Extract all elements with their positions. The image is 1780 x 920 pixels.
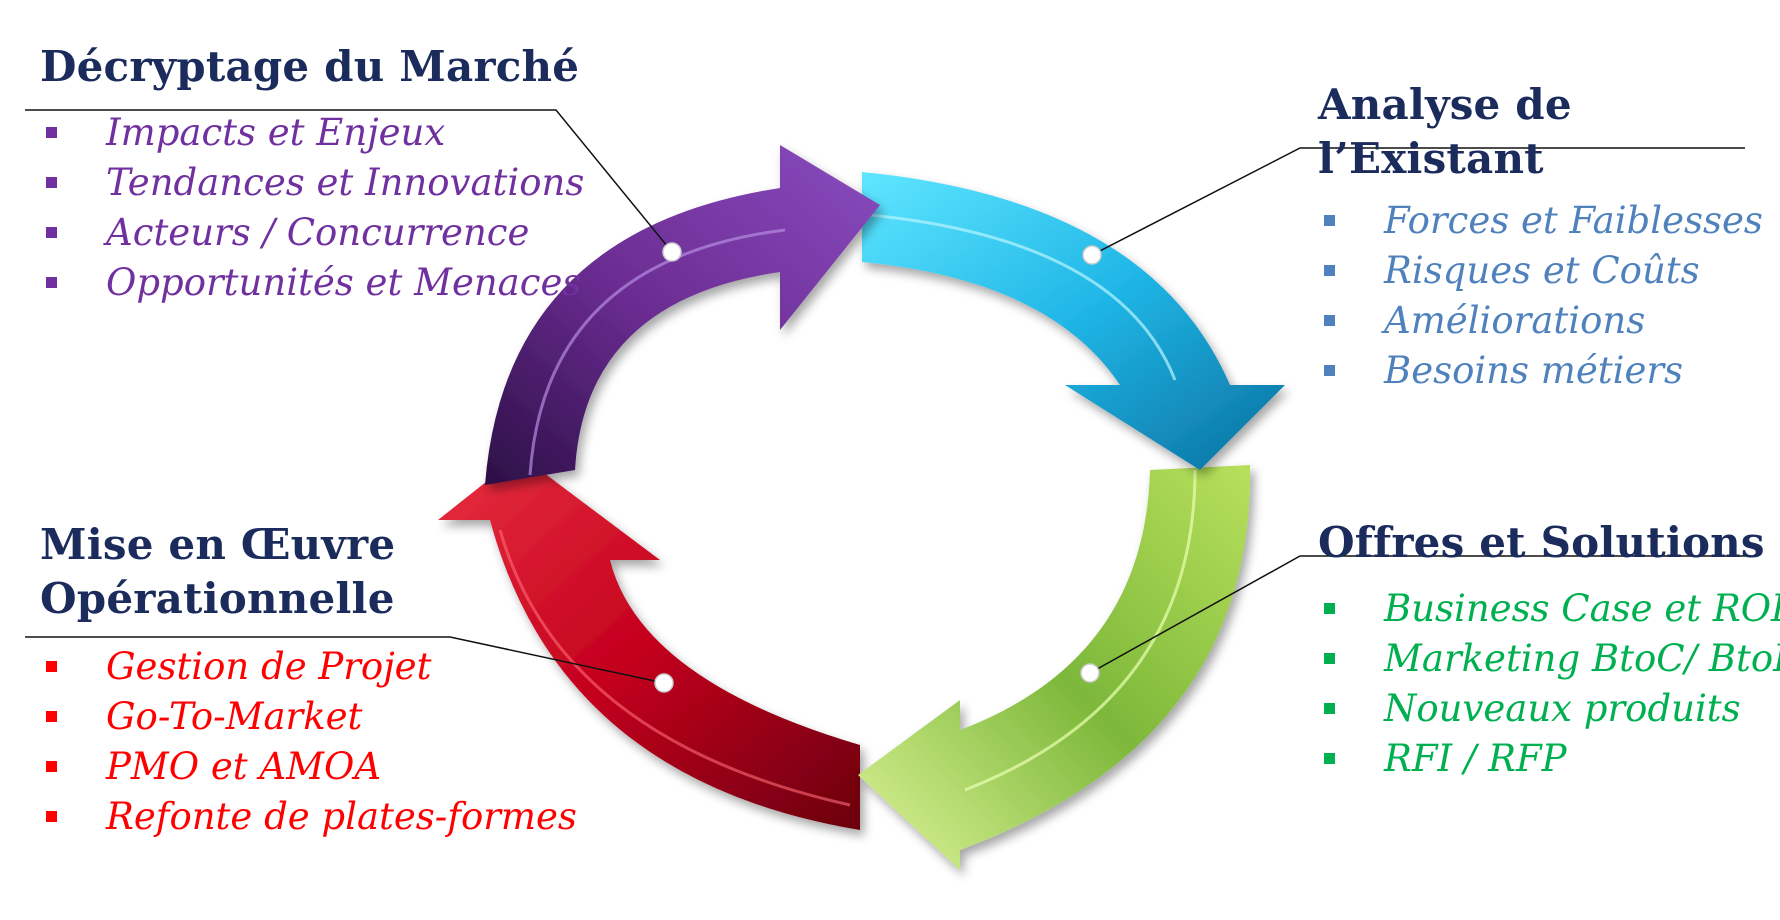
list-item: Refonte de plates-formes (40, 792, 577, 842)
existing-title: Analyse de l’Existant (1318, 80, 1572, 183)
implementation-title-line2: Opérationnelle (40, 574, 395, 623)
implementation-title-line1: Mise en Œuvre (40, 520, 396, 569)
list-item: RFI / RFP (1318, 734, 1780, 784)
connector-existing (1091, 147, 1745, 256)
green-arrow (858, 465, 1251, 870)
implementation-section: Mise en Œuvre Opérationnelle Gestion de … (40, 518, 577, 842)
square-bullet-icon (46, 177, 57, 188)
connector-implementation (25, 636, 665, 684)
list-item: Opportunités et Menaces (40, 258, 584, 308)
market-list: Impacts et Enjeux Tendances et Innovatio… (40, 108, 584, 308)
purple-arrow (485, 145, 880, 485)
list-item: Besoins métiers (1318, 346, 1780, 396)
list-item: Tendances et Innovations (40, 158, 584, 208)
square-bullet-icon (1324, 603, 1335, 614)
square-bullet-icon (1324, 315, 1335, 326)
list-item: Améliorations (1318, 296, 1780, 346)
square-bullet-icon (1324, 365, 1335, 376)
square-bullet-icon (46, 127, 57, 138)
list-item: Go-To-Market (40, 692, 577, 742)
market-section: Décryptage du Marché Impacts et Enjeux T… (40, 40, 584, 308)
cyan-arrow (862, 172, 1285, 470)
list-item: PMO et AMOA (40, 742, 577, 792)
list-item: Marketing BtoC/ BtoB (1318, 634, 1780, 684)
list-item: Forces et Faiblesses (1318, 196, 1780, 246)
dot-offers (1080, 663, 1100, 683)
list-item: Gestion de Projet (40, 642, 577, 692)
square-bullet-icon (1324, 703, 1335, 714)
square-bullet-icon (46, 227, 57, 238)
list-item: Impacts et Enjeux (40, 108, 584, 158)
offers-list: Business Case et ROI Marketing BtoC/ Bto… (1318, 584, 1780, 784)
square-bullet-icon (46, 661, 57, 672)
dot-existing (1082, 245, 1102, 265)
square-bullet-icon (1324, 753, 1335, 764)
implementation-list: Gestion de Projet Go-To-Market PMO et AM… (40, 642, 577, 842)
connector-market (25, 109, 673, 253)
connector-lines (25, 109, 1745, 684)
list-item: Business Case et ROI (1318, 584, 1780, 634)
market-title: Décryptage du Marché (40, 42, 580, 91)
existing-section: Analyse de l’Existant Forces et Faibless… (1318, 78, 1780, 396)
square-bullet-icon (1324, 215, 1335, 226)
connector-dots (654, 242, 1102, 693)
square-bullet-icon (46, 277, 57, 288)
list-item: Acteurs / Concurrence (40, 208, 584, 258)
dot-implementation (654, 673, 674, 693)
list-item: Nouveaux produits (1318, 684, 1780, 734)
square-bullet-icon (46, 811, 57, 822)
square-bullet-icon (1324, 265, 1335, 276)
existing-list: Forces et Faiblesses Risques et Coûts Am… (1318, 196, 1780, 396)
offers-section: Offres et Solutions Business Case et ROI… (1318, 516, 1780, 784)
square-bullet-icon (1324, 653, 1335, 664)
red-arrow (438, 455, 860, 830)
offers-title: Offres et Solutions (1318, 518, 1765, 567)
square-bullet-icon (46, 711, 57, 722)
list-item: Risques et Coûts (1318, 246, 1780, 296)
square-bullet-icon (46, 761, 57, 772)
connector-offers (1089, 555, 1745, 674)
dot-market (662, 242, 682, 262)
implementation-title: Mise en Œuvre Opérationnelle (40, 518, 577, 626)
